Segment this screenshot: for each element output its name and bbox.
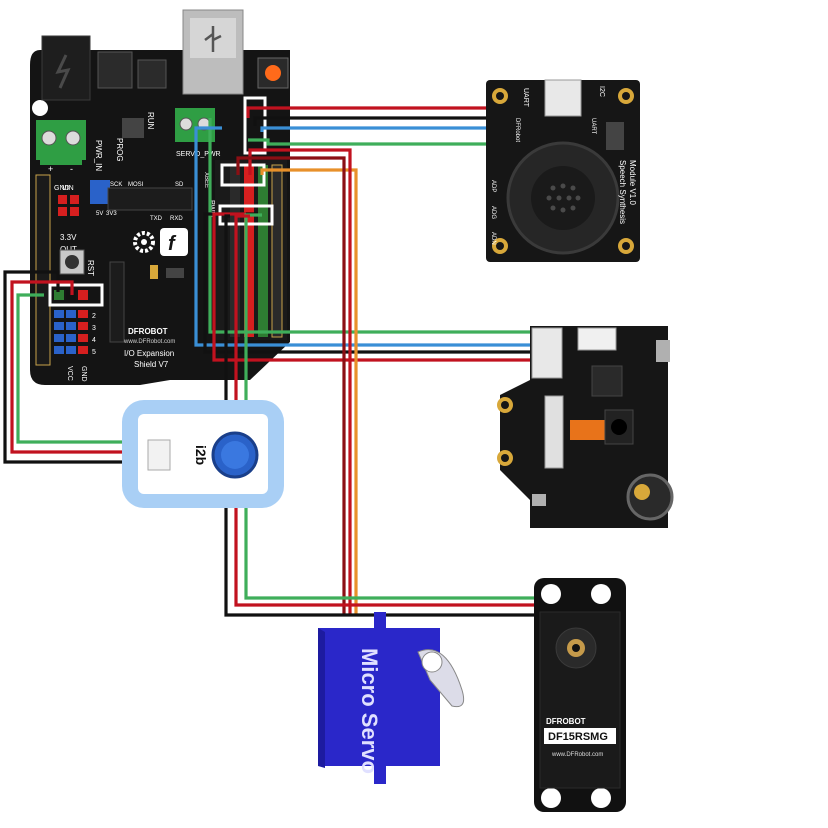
v5-label: 5V [96, 211, 103, 217]
vin-label: VIN [62, 185, 74, 192]
highlight-box-speech [243, 96, 267, 155]
usb-icon [204, 26, 222, 52]
rxd-label: RXD [170, 216, 183, 222]
micro-servo: Micro Servo [318, 612, 465, 784]
left-header [35, 174, 51, 366]
speech-brand: DFRobot [514, 118, 520, 142]
sd-label: SD [175, 182, 184, 188]
reset-button-orange[interactable] [265, 65, 281, 81]
gear-logo-icon [133, 231, 155, 253]
speech-i2c-label: I2C [598, 86, 605, 97]
v33b-label: 3V3 [106, 211, 117, 217]
gnd-label: GND [54, 185, 70, 192]
pin2-label: 2 [92, 313, 96, 320]
camera-connector [531, 327, 563, 379]
speech-title-line1: Speech Synthesis [618, 160, 627, 224]
pin3-label: 3 [92, 325, 96, 332]
highlight-box-servo [220, 163, 266, 187]
camera-switch[interactable] [656, 340, 670, 362]
icsp-header [109, 261, 125, 343]
svg-text:f: f [168, 233, 177, 255]
big-servo-website: www.DFRobot.com [551, 752, 603, 758]
speech-uart-label: UART [522, 88, 529, 108]
wire-button-black [3, 270, 158, 464]
coin-cell [626, 473, 674, 521]
shield-name-line1: I/O Expansion [124, 349, 174, 358]
camera-module [497, 326, 674, 528]
pwr-in-label: PWR_IN [94, 140, 103, 171]
dc-jack [41, 35, 91, 101]
wire-camera-blue [194, 126, 540, 347]
button-connector [147, 439, 171, 471]
speech-uart-small: UART [590, 118, 596, 135]
regulator-chip [97, 51, 133, 89]
wire-speech-blue [260, 126, 522, 133]
pin4-label: 4 [92, 337, 96, 344]
wire-microservo-darkred [236, 156, 346, 615]
wire-camera-red [212, 212, 540, 362]
shield-website: www.DFRobot.com [123, 339, 175, 345]
camera-ribbon [570, 420, 610, 440]
wire-camera-green [208, 118, 540, 334]
big-servo-model: DF15RSMG [548, 731, 608, 743]
mounting-hole [32, 100, 48, 116]
speech-synthesis-module: UART I2C Speech Synthesis Module V1.0 DF… [486, 79, 640, 262]
txd-label: TXD [150, 216, 163, 222]
v33-label: 3.3V [60, 233, 77, 242]
mosi-label: MOSI [128, 182, 144, 188]
xbee-label: XBEE [203, 172, 209, 188]
speech-title-line2: Module V1.0 [628, 160, 637, 205]
vcc-label: VCC [66, 366, 73, 381]
shield-brand: DFROBOT [128, 327, 168, 336]
wire-microservo-orange [260, 168, 358, 615]
micro-servo-label: Micro Servo [357, 648, 382, 774]
wire-button-red [10, 280, 158, 454]
run-label: RUN [146, 112, 155, 130]
speech-side-label-1: ADP [490, 180, 496, 192]
voltage-switch[interactable] [90, 180, 110, 204]
prog-label: PROG [115, 138, 124, 162]
speech-side-label-2: ADG [490, 206, 496, 219]
prog-switch[interactable] [122, 118, 144, 138]
df15rsmg-servo: DFROBOT DF15RSMG www.DFRobot.com [534, 578, 626, 812]
dfrobot-f-logo-icon [160, 228, 188, 256]
smd-capacitor [150, 265, 158, 279]
io-expansion-shield: + - PWR_IN PROG RUN SERVO_PWR VIN GND 3.… [30, 9, 290, 385]
i2c-button-module: i2b [122, 400, 284, 508]
big-servo-brand: DFROBOT [546, 717, 586, 726]
pwr-in-plus: + [48, 164, 53, 174]
speech-side-label-3: ADN [490, 232, 496, 245]
pwr-in-minus: - [70, 164, 73, 174]
button-label: i2b [193, 445, 209, 465]
shield-name-line2: Shield V7 [134, 360, 169, 369]
pin5-label: 5 [92, 349, 96, 356]
sck-label: SCK [110, 182, 122, 188]
servo-horn-icon [417, 649, 465, 708]
highlight-box-button [48, 283, 104, 307]
wire-button-green [16, 293, 158, 444]
servo-pwr-label: SERVO_PWR [176, 151, 221, 158]
xbee-header: SCK MOSI TXD RXD SD [107, 182, 193, 222]
camera-chip [591, 365, 623, 397]
regulator-chip [137, 59, 167, 89]
power-icon [55, 54, 71, 89]
wire-microservo-red [248, 148, 352, 615]
speech-mode-switch[interactable] [606, 122, 624, 150]
rst-label: RST [86, 260, 95, 276]
gnd2-label: GND [80, 366, 87, 382]
speech-connector [544, 79, 582, 117]
